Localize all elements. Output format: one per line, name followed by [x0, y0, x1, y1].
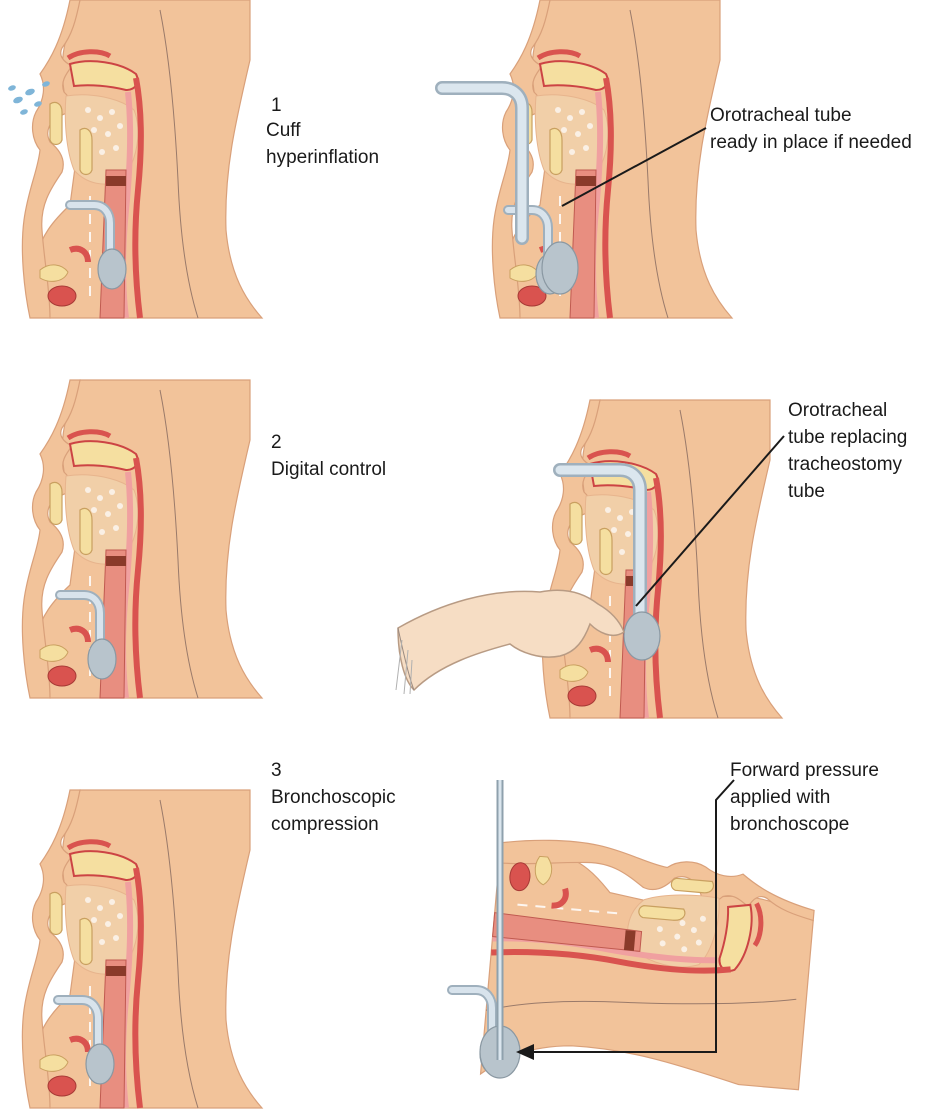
panel-3-left [22, 790, 262, 1108]
callout-2-line-1: Orotracheal [788, 399, 887, 422]
step-3-number: 3 [271, 759, 282, 782]
head-profile-icon [22, 790, 262, 1108]
step-2-title-line-1: Digital control [271, 458, 386, 481]
panel-2-left [22, 380, 262, 698]
head-profile-icon [22, 0, 262, 318]
callout-1-line-2: ready in place if needed [710, 131, 912, 154]
step-3-title-line-2: compression [271, 813, 379, 836]
step-1-title-line-1: Cuff [266, 119, 301, 142]
callout-3-line-3: bronchoscope [730, 813, 849, 836]
step-1-title-line-2: hyperinflation [266, 146, 379, 169]
callout-2-line-3: tracheostomy [788, 453, 902, 476]
step-1-number: 1 [271, 94, 282, 117]
panel-2-right [396, 400, 782, 718]
callout-3-line-1: Forward pressure [730, 759, 879, 782]
callout-2-line-4: tube [788, 480, 825, 503]
head-profile-icon [542, 400, 782, 718]
panel-1-right [442, 0, 732, 318]
panel-1-left [7, 0, 262, 318]
head-profile-icon [22, 380, 262, 698]
step-2-number: 2 [271, 431, 282, 454]
step-3-title-line-1: Bronchoscopic [271, 786, 396, 809]
callout-1-line-1: Orotracheal tube [710, 104, 852, 127]
callout-3-line-2: applied with [730, 786, 830, 809]
callout-2-line-2: tube replacing [788, 426, 907, 449]
head-profile-icon [481, 835, 819, 1101]
